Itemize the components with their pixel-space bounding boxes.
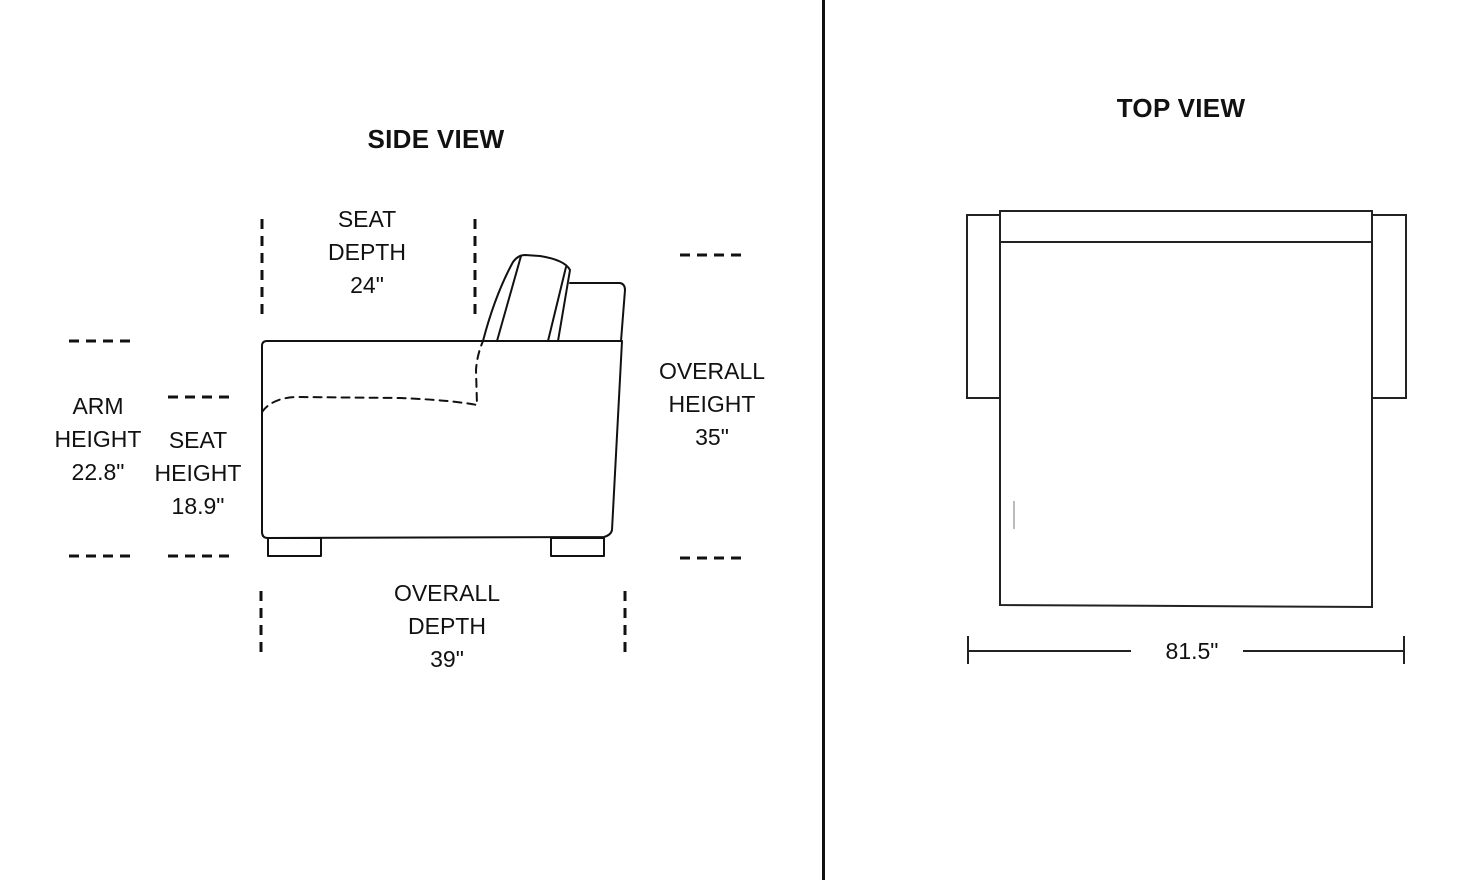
sofa-seat-outline: [999, 210, 1373, 609]
arm-height-label: ARM HEIGHT 22.8": [54, 393, 142, 485]
back-leg: [550, 537, 605, 557]
overall-width-label: 81.5": [1165, 638, 1219, 664]
side-view-title: SIDE VIEW: [367, 124, 505, 154]
top-view-title: TOP VIEW: [1116, 93, 1246, 123]
overall-depth-label: OVERALL DEPTH 39": [393, 580, 501, 672]
seat-cushion-dashed: [261, 340, 484, 413]
seat-depth-label: SEAT DEPTH 24": [328, 206, 406, 298]
seat-height-label: SEAT HEIGHT 18.9": [154, 427, 242, 519]
back-frame: [569, 282, 626, 342]
right-arm: [1371, 214, 1407, 399]
left-arm: [966, 214, 1001, 399]
front-leg: [267, 537, 322, 557]
view-divider: [822, 0, 825, 880]
side-view-drawing: [69, 219, 741, 655]
sofa-body-outline: [261, 340, 623, 539]
back-cushion: [482, 254, 571, 342]
overall-height-label: OVERALL HEIGHT 35": [658, 358, 766, 450]
